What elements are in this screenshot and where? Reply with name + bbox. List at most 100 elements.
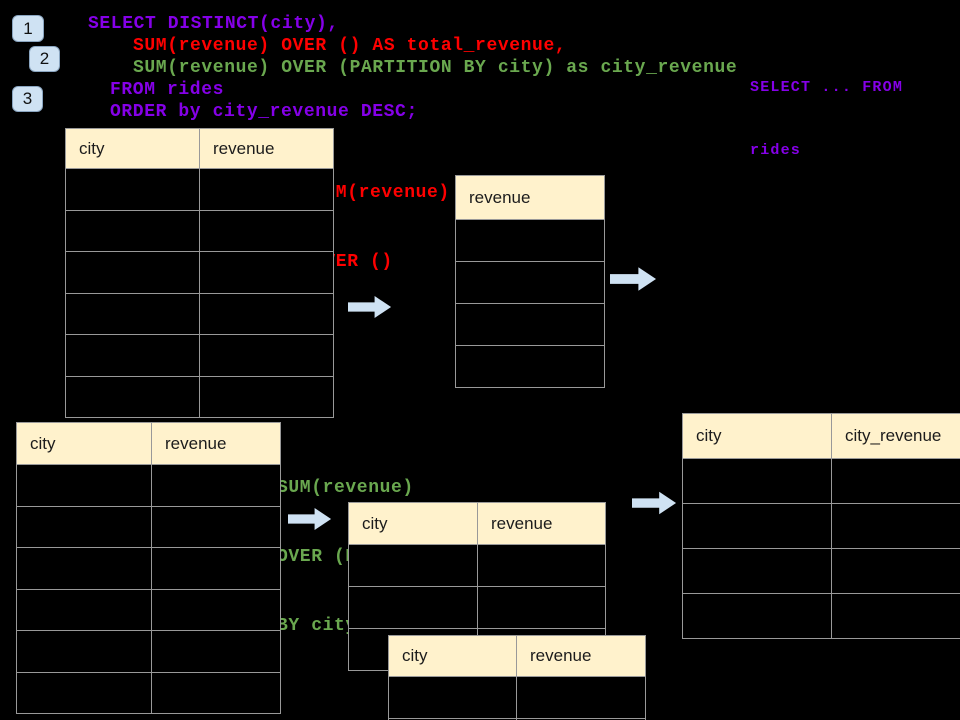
empty-cell — [348, 544, 478, 587]
empty-cell — [388, 676, 517, 719]
table-total-revenue-column-body — [455, 219, 605, 388]
table-partition-front-body — [388, 676, 646, 720]
empty-row — [348, 586, 606, 629]
empty-cell — [65, 375, 200, 418]
empty-cell — [477, 544, 606, 587]
empty-cell — [455, 261, 605, 304]
empty-cell — [682, 548, 832, 594]
empty-cell — [516, 718, 646, 720]
empty-cell — [199, 209, 334, 252]
label-sum-over-total-line-1: SUM(revenue) — [313, 183, 450, 203]
step-badge-3: 3 — [12, 86, 43, 112]
empty-row — [65, 334, 334, 377]
empty-row — [16, 588, 281, 631]
table-partition-front-header: city revenue — [388, 635, 646, 677]
empty-cell — [151, 630, 281, 673]
column-header-city: city — [348, 502, 478, 545]
empty-row — [16, 630, 281, 673]
empty-cell — [65, 292, 200, 335]
side-note-line-1: SELECT ... FROM — [750, 79, 904, 96]
empty-cell — [199, 375, 334, 418]
empty-row — [388, 676, 646, 719]
sql-line-total-revenue: SUM(revenue) OVER () AS total_revenue, — [133, 36, 567, 56]
arrow-right-icon — [288, 508, 332, 530]
table-result-header: city city_revenue — [682, 413, 960, 459]
table-source-bottom: city revenue — [16, 422, 281, 714]
column-header-revenue: revenue — [151, 422, 281, 465]
empty-cell — [682, 593, 832, 639]
sql-line-select: SELECT DISTINCT(city), — [88, 14, 339, 34]
empty-cell — [65, 168, 200, 211]
column-header-revenue: revenue — [477, 502, 606, 545]
column-header-city: city — [65, 128, 200, 169]
empty-row — [682, 593, 960, 639]
sql-line-order-by: ORDER by city_revenue DESC; — [110, 102, 418, 122]
table-total-revenue-column: revenue — [455, 175, 605, 388]
empty-row — [16, 464, 281, 507]
empty-cell — [199, 334, 334, 377]
column-header-revenue: revenue — [516, 635, 646, 677]
empty-row — [682, 503, 960, 549]
empty-row — [65, 292, 334, 335]
empty-cell — [151, 588, 281, 631]
empty-cell — [151, 505, 281, 548]
arrow-right-icon — [348, 296, 392, 318]
empty-cell — [199, 168, 334, 211]
empty-cell — [65, 334, 200, 377]
empty-row — [16, 671, 281, 714]
empty-cell — [16, 588, 152, 631]
empty-cell — [516, 676, 646, 719]
arrow-right-icon — [610, 267, 657, 291]
empty-cell — [151, 547, 281, 590]
empty-row — [65, 251, 334, 294]
empty-cell — [16, 505, 152, 548]
empty-row — [455, 345, 605, 388]
empty-row — [455, 219, 605, 262]
empty-cell — [199, 251, 334, 294]
empty-cell — [831, 548, 960, 594]
empty-row — [65, 209, 334, 252]
step-badge-3-label: 3 — [22, 89, 33, 108]
table-partition-front: city revenue — [388, 635, 646, 720]
empty-cell — [65, 251, 200, 294]
table-total-revenue-column-header: revenue — [455, 175, 605, 220]
side-note-select-from-rides: SELECT ... FROM rides — [750, 35, 903, 203]
empty-cell — [16, 464, 152, 507]
table-source-bottom-body — [16, 464, 281, 714]
empty-cell — [16, 671, 152, 714]
empty-row — [348, 544, 606, 587]
step-badge-2: 2 — [29, 46, 60, 72]
empty-row — [16, 505, 281, 548]
empty-row — [455, 303, 605, 346]
empty-row — [65, 168, 334, 211]
empty-cell — [455, 303, 605, 346]
column-header-revenue: revenue — [455, 175, 605, 220]
empty-cell — [455, 219, 605, 262]
empty-row — [682, 548, 960, 594]
sql-line-city-revenue: SUM(revenue) OVER (PARTITION BY city) as… — [133, 58, 738, 78]
column-header-city-revenue: city_revenue — [831, 413, 960, 459]
empty-cell — [477, 586, 606, 629]
empty-cell — [199, 292, 334, 335]
table-source-top: city revenue — [65, 128, 334, 418]
empty-cell — [682, 458, 832, 504]
empty-cell — [151, 671, 281, 714]
empty-cell — [151, 464, 281, 507]
empty-cell — [455, 345, 605, 388]
column-header-revenue: revenue — [199, 128, 334, 169]
empty-cell — [831, 503, 960, 549]
sql-line-from: FROM rides — [110, 80, 225, 100]
table-source-bottom-header: city revenue — [16, 422, 281, 465]
empty-row — [65, 375, 334, 418]
table-source-top-header: city revenue — [65, 128, 334, 169]
empty-row — [682, 458, 960, 504]
empty-row — [16, 547, 281, 590]
column-header-city: city — [682, 413, 832, 459]
empty-row — [388, 718, 646, 720]
table-source-top-body — [65, 168, 334, 418]
arrow-right-icon — [632, 491, 677, 515]
table-partition-back-header: city revenue — [348, 502, 606, 545]
step-badge-1: 1 — [12, 15, 44, 42]
empty-cell — [65, 209, 200, 252]
